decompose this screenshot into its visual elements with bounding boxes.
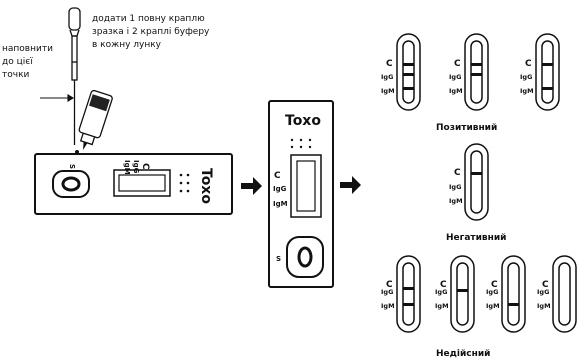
negative-label: Негативний xyxy=(446,233,506,243)
positive-3-igm: IgM xyxy=(520,87,534,95)
positive-3-c: C xyxy=(525,59,532,69)
negative-igm: IgM xyxy=(449,197,463,205)
invalid-4-igm: IgM xyxy=(537,302,551,310)
fill-instruction-line3: точки xyxy=(2,70,30,80)
cassette-vertical xyxy=(268,100,334,288)
positive-1-igm: IgM xyxy=(381,87,395,95)
horizontal-brand: Toxo xyxy=(198,168,214,204)
invalid-4-c: C xyxy=(542,280,549,290)
positive-2-c: C xyxy=(454,59,461,69)
horizontal-line-c: C xyxy=(140,163,150,170)
vertical-brand: Toxo xyxy=(285,113,321,129)
positive-label: Позитивний xyxy=(436,123,497,133)
fill-instruction-line2: до цієї xyxy=(2,57,33,67)
vertical-sample-mark: S xyxy=(276,255,281,263)
positive-1-igg: IgG xyxy=(381,73,393,81)
step-arrow-2 xyxy=(340,176,361,194)
invalid-2-c: C xyxy=(440,280,447,290)
add-instruction-line3: в кожну лунку xyxy=(92,40,162,50)
vertical-line-igm: IgM xyxy=(273,200,288,208)
invalid-1-c: C xyxy=(386,280,393,290)
positive-strip-3 xyxy=(535,33,560,111)
negative-strip xyxy=(464,143,489,221)
invalid-2-igm: IgM xyxy=(435,302,449,310)
fill-level-arrow xyxy=(40,94,75,102)
positive-2-igg: IgG xyxy=(449,73,461,81)
invalid-3-c: C xyxy=(491,280,498,290)
invalid-1-igg: IgG xyxy=(381,288,393,296)
buffer-bottle xyxy=(78,89,113,150)
vertical-line-igg: IgG xyxy=(273,185,287,193)
fill-instruction-line1: наповнити xyxy=(2,44,53,54)
horizontal-line-igm: IgM xyxy=(123,160,131,175)
invalid-2-igg: IgG xyxy=(435,288,447,296)
vertical-line-c: C xyxy=(274,171,281,181)
positive-strip-2 xyxy=(464,33,489,111)
invalid-strip-3 xyxy=(501,255,526,333)
positive-1-c: C xyxy=(386,59,393,69)
horizontal-sample-mark: S xyxy=(68,164,76,169)
negative-igg: IgG xyxy=(449,183,461,191)
invalid-3-igg: IgG xyxy=(486,288,498,296)
add-instruction-line2: зразка і 2 краплі буферу xyxy=(92,27,210,37)
cassette-horizontal xyxy=(34,153,233,215)
invalid-4-igg: IgG xyxy=(537,288,549,296)
positive-strip-1 xyxy=(396,33,421,111)
positive-2-igm: IgM xyxy=(449,87,463,95)
add-instruction-line1: додати 1 повну краплю xyxy=(92,14,205,24)
invalid-strip-4 xyxy=(552,255,577,333)
step-arrow-1 xyxy=(241,177,262,195)
dropper-pipette xyxy=(68,7,81,145)
invalid-strip-1 xyxy=(396,255,421,333)
invalid-3-igm: IgM xyxy=(486,302,500,310)
invalid-strip-2 xyxy=(450,255,475,333)
invalid-label: Недійсний xyxy=(436,348,490,359)
positive-3-igg: IgG xyxy=(520,73,532,81)
horizontal-line-igg: IgG xyxy=(132,160,140,174)
invalid-1-igm: IgM xyxy=(381,302,395,310)
negative-c: C xyxy=(454,168,461,178)
